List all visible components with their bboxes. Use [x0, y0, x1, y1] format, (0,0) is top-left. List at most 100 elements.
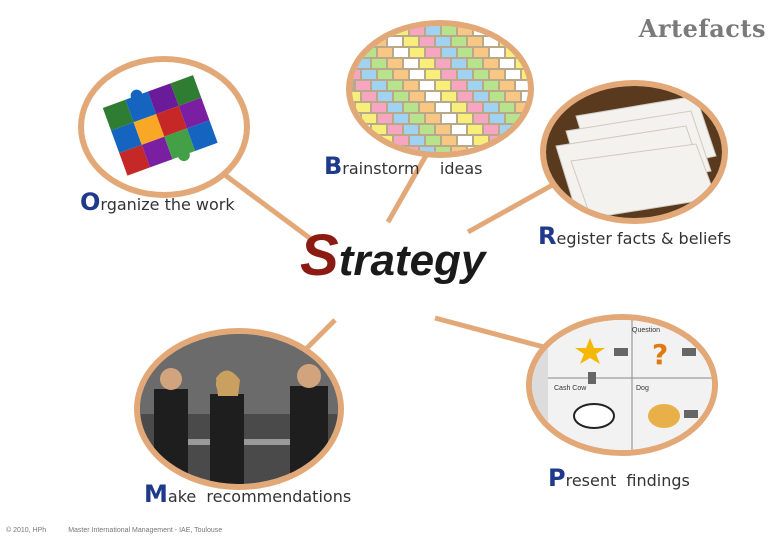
star-icon	[575, 338, 605, 364]
sticky-note	[388, 125, 402, 134]
sticky-note	[436, 125, 450, 134]
sticky-note	[468, 37, 482, 46]
sticky-note	[372, 125, 386, 134]
sticky-note	[394, 26, 408, 35]
sticky-note	[356, 59, 370, 68]
sticky-note	[362, 48, 376, 57]
sticky-note	[468, 81, 482, 90]
sticky-note	[420, 103, 434, 112]
sticky-note	[426, 70, 440, 79]
sticky-note	[490, 48, 504, 57]
sticky-notes-icon	[352, 26, 528, 152]
sticky-note	[484, 37, 498, 46]
sticky-note	[516, 81, 528, 90]
sticky-note	[372, 81, 386, 90]
label-make: Make recommendations	[144, 480, 351, 508]
sticky-note	[394, 48, 408, 57]
matrix-cash-cow-label: Cash Cow	[554, 385, 587, 392]
sticky-note	[522, 92, 528, 101]
sticky-note	[506, 92, 520, 101]
sticky-note	[426, 136, 440, 145]
sticky-note	[388, 59, 402, 68]
sticky-note	[404, 125, 418, 134]
sticky-note	[490, 70, 504, 79]
sticky-note	[468, 103, 482, 112]
sticky-note	[378, 92, 392, 101]
sticky-note	[452, 59, 466, 68]
sticky-note	[458, 48, 472, 57]
sticky-note	[410, 70, 424, 79]
sticky-note	[474, 92, 488, 101]
sticky-note	[378, 70, 392, 79]
center-initial: S	[300, 223, 339, 288]
label-present-text: resent findings	[565, 471, 690, 490]
question-mark-icon: ?	[652, 338, 668, 371]
sticky-note	[522, 70, 528, 79]
label-organize: Organize the work	[80, 188, 235, 216]
label-present: Present findings	[548, 464, 690, 492]
sticky-note	[516, 103, 528, 112]
matrix-question-label: Question	[632, 327, 660, 334]
sticky-note	[420, 147, 434, 152]
sticky-note	[500, 103, 514, 112]
sticky-note	[420, 81, 434, 90]
sticky-note	[452, 103, 466, 112]
sticky-note	[388, 81, 402, 90]
sticky-note	[356, 103, 370, 112]
slide-title: Artefacts	[638, 14, 766, 43]
register-image-ring	[540, 80, 728, 224]
connector-register	[466, 175, 567, 235]
sticky-note	[506, 70, 520, 79]
sticky-note	[404, 37, 418, 46]
sticky-note	[410, 48, 424, 57]
footer-copyright: © 2010, HPh	[6, 527, 47, 534]
center-text: trategy	[338, 236, 486, 285]
sticky-note	[484, 81, 498, 90]
sticky-note	[436, 103, 450, 112]
sticky-note	[442, 48, 456, 57]
sticky-note	[426, 48, 440, 57]
sticky-note	[394, 136, 408, 145]
sticky-note	[458, 70, 472, 79]
sticky-note	[372, 37, 386, 46]
label-brainstorm-text: rainstorm ideas	[342, 159, 483, 178]
label-register-initial: R	[538, 222, 557, 250]
sticky-note	[356, 81, 370, 90]
sticky-note	[426, 26, 440, 35]
sticky-note	[442, 92, 456, 101]
sticky-note	[426, 92, 440, 101]
sticky-note	[458, 26, 472, 35]
sticky-note	[410, 26, 424, 35]
sticky-note	[436, 147, 450, 152]
sticky-note	[378, 48, 392, 57]
sticky-note	[410, 136, 424, 145]
label-organize-initial: O	[80, 188, 101, 216]
sticky-note	[362, 92, 376, 101]
sticky-note	[352, 92, 360, 101]
label-brainstorm-initial: B	[324, 152, 343, 180]
present-image-ring: Question Cash Cow Dog ?	[526, 314, 718, 456]
business-meeting-icon	[140, 334, 338, 484]
sticky-note	[458, 136, 472, 145]
sticky-note	[378, 114, 392, 123]
brainstorm-image-ring	[346, 20, 534, 158]
sticky-note	[352, 70, 360, 79]
matrix-dog-label: Dog	[636, 385, 649, 392]
sticky-note	[420, 59, 434, 68]
label-register: Register facts & beliefs	[538, 222, 731, 250]
label-make-text: ake recommendations	[167, 487, 352, 506]
sticky-note	[442, 26, 456, 35]
sticky-note	[436, 37, 450, 46]
sticky-note	[442, 114, 456, 123]
sticky-note	[362, 70, 376, 79]
paper-stack-icon	[546, 86, 722, 218]
sticky-note	[500, 81, 514, 90]
label-present-initial: P	[548, 464, 566, 492]
sticky-note	[388, 37, 402, 46]
sticky-note	[372, 103, 386, 112]
sticky-note	[394, 92, 408, 101]
sticky-note	[484, 125, 498, 134]
make-image-ring	[134, 328, 344, 490]
sticky-note	[426, 114, 440, 123]
